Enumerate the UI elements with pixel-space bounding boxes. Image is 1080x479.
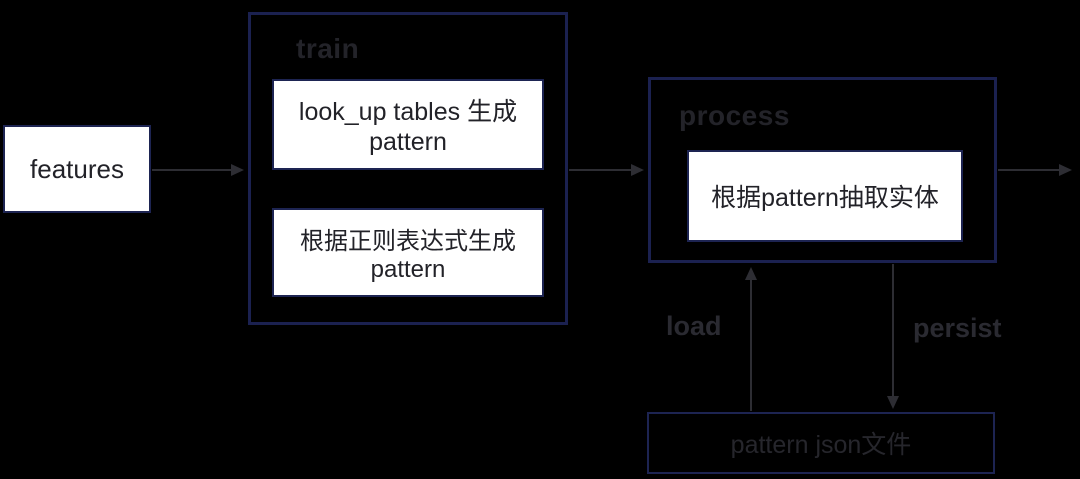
features-node-label: features: [30, 153, 124, 184]
train-regex-label: 根据正则表达式生成pattern: [300, 228, 516, 283]
process-extract-entities-node: 根据pattern抽取实体: [687, 150, 963, 242]
train-group-label: train: [296, 33, 360, 64]
process-extract-entities-label: 根据pattern抽取实体: [711, 184, 939, 212]
pattern-json-file-label: pattern json文件: [730, 431, 912, 459]
train-lookup-tables-node: look_up tables 生成pattern: [272, 79, 544, 170]
train-lookup-tables-label: look_up tables 生成pattern: [298, 98, 518, 156]
process-group: process 根据pattern抽取实体: [648, 77, 997, 263]
process-group-label: process: [679, 100, 790, 131]
pattern-json-file-node: pattern json文件: [647, 412, 995, 474]
load-edge-label: load: [666, 311, 722, 341]
features-node: features: [3, 125, 151, 213]
train-regex-node: 根据正则表达式生成pattern: [272, 208, 544, 297]
persist-edge-label: persist: [913, 313, 1002, 343]
train-group: train look_up tables 生成pattern 根据正则表达式生成…: [248, 12, 568, 325]
